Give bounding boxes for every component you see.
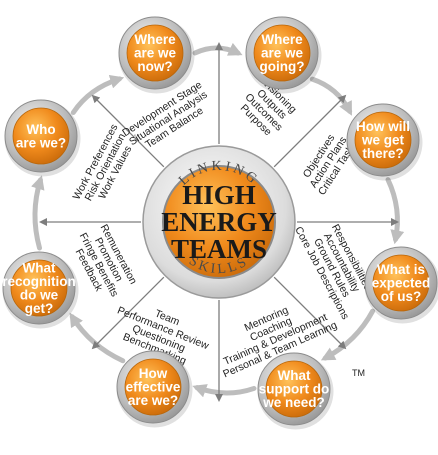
center-hub: LINKING SKILLS HIGH ENERGY TEAMS — [142, 145, 296, 299]
node-label-line: What is — [377, 262, 425, 277]
node-label-line: Where — [134, 32, 176, 47]
connector-arrow — [31, 175, 45, 251]
connector-arrow — [385, 177, 405, 245]
center-title-line-3: TEAMS — [171, 234, 267, 264]
connector-arrow — [70, 74, 125, 115]
node-label-line: recognition — [2, 274, 76, 289]
node-label-line: get? — [25, 301, 54, 316]
connector-arrow — [192, 42, 243, 56]
node-label-line: we get — [361, 133, 405, 148]
node-label-line: do we — [20, 287, 59, 302]
node-label-line: are we — [134, 46, 177, 61]
spoke-arrow — [273, 94, 347, 168]
spoke-arrow — [91, 94, 165, 168]
node-label-line: of us? — [381, 289, 422, 304]
node-label-line: now? — [137, 59, 172, 74]
node-label-line: we need? — [262, 395, 325, 410]
node-label-line: How — [139, 366, 168, 381]
node-label-line: there? — [362, 146, 403, 161]
node-label-line: Where — [261, 32, 303, 47]
node-label-line: Who — [26, 122, 55, 137]
connector-arrow — [309, 76, 353, 116]
spoke-arrow — [273, 276, 347, 350]
spoke-arrows — [39, 42, 399, 402]
node-label-line: What — [278, 368, 311, 383]
connector-arrow — [320, 308, 376, 361]
connector-arrow — [69, 312, 126, 364]
node-label-line: What — [23, 260, 56, 275]
spoke-arrow — [91, 276, 165, 350]
node-label-line: going? — [260, 59, 305, 74]
node-label-line: are we — [261, 46, 304, 61]
node-label-line: are we? — [16, 135, 66, 150]
center-title-line-1: HIGH — [182, 180, 256, 210]
node-label-line: are we? — [128, 393, 178, 408]
node-label-line: support do — [259, 382, 330, 397]
connector-arrow — [192, 384, 257, 398]
node-label-line: effective — [126, 380, 181, 395]
center-title-line-2: ENERGY — [161, 207, 277, 237]
center-bottom-word: SKILLS — [186, 254, 252, 278]
trademark-mark: TM — [352, 368, 365, 378]
node-label-line: How will — [356, 119, 410, 134]
node-label-line: expected — [372, 276, 431, 291]
